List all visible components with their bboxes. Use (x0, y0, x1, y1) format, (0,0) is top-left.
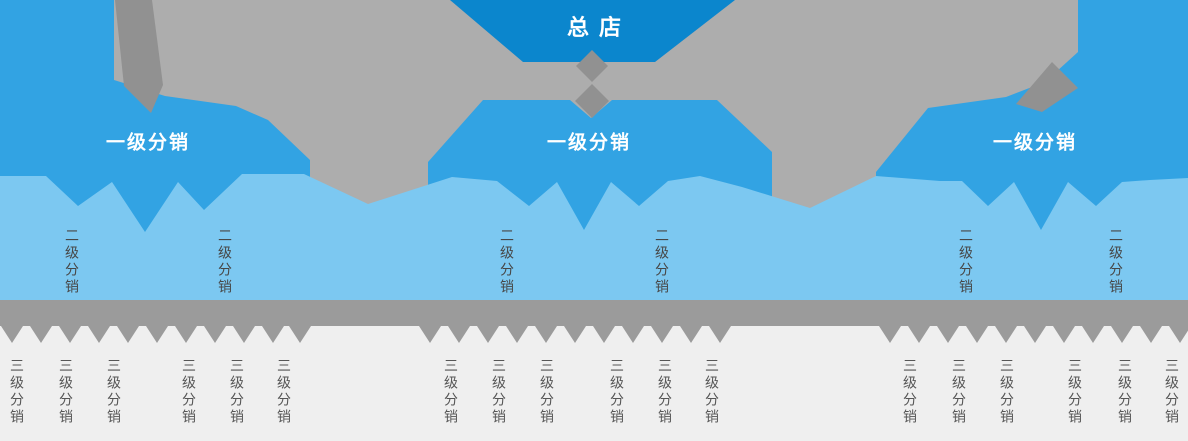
level3-node-label: 三级分销 (229, 358, 245, 426)
level3-node-label: 三级分销 (1117, 358, 1133, 426)
level3-node-label: 三级分销 (951, 358, 967, 426)
background-bottom (0, 308, 1188, 441)
level3-node-label: 三级分销 (58, 358, 74, 426)
level3-node-label: 三级分销 (902, 358, 918, 426)
level3-node-label: 三级分销 (704, 358, 720, 426)
level1-node-shape-right (876, 0, 1188, 240)
connector-chevron-right (1016, 62, 1078, 112)
root-node-shape (450, 0, 735, 62)
connector-diamond-upper (576, 50, 608, 82)
level3-node-label: 三级分销 (443, 358, 459, 426)
level3-node-label: 三级分销 (657, 358, 673, 426)
root-node-label: 总店 (566, 15, 632, 40)
level2-node-label: 二级分销 (654, 228, 670, 296)
level3-connector-ribbon (0, 300, 1188, 343)
level3-node-label: 三级分销 (9, 358, 25, 426)
level2-node-label: 二级分销 (499, 228, 515, 296)
level2-node-label: 二级分销 (958, 228, 974, 296)
level2-node-label: 二级分销 (217, 228, 233, 296)
level2-node-label: 二级分销 (64, 228, 80, 296)
level3-node-label: 三级分销 (1164, 358, 1180, 426)
level2-node-label: 二级分销 (1108, 228, 1124, 296)
level1-node-label: 一级分销 (105, 132, 191, 154)
level3-node-label: 三级分销 (999, 358, 1015, 426)
level1-node-label: 一级分销 (992, 132, 1078, 154)
level3-node-label: 三级分销 (106, 358, 122, 426)
level2-band-shape (0, 174, 1188, 306)
level3-node-label: 三级分销 (276, 358, 292, 426)
level3-node-label: 三级分销 (539, 358, 555, 426)
level3-node-label: 三级分销 (181, 358, 197, 426)
connector-chevron-left (115, 0, 163, 113)
level3-node-label: 三级分销 (491, 358, 507, 426)
level1-node-label: 一级分销 (546, 132, 632, 154)
level1-node-shape-left (0, 0, 310, 240)
connector-diamond-lower (575, 84, 609, 118)
level3-node-label: 三级分销 (609, 358, 625, 426)
level3-node-label: 三级分销 (1067, 358, 1083, 426)
